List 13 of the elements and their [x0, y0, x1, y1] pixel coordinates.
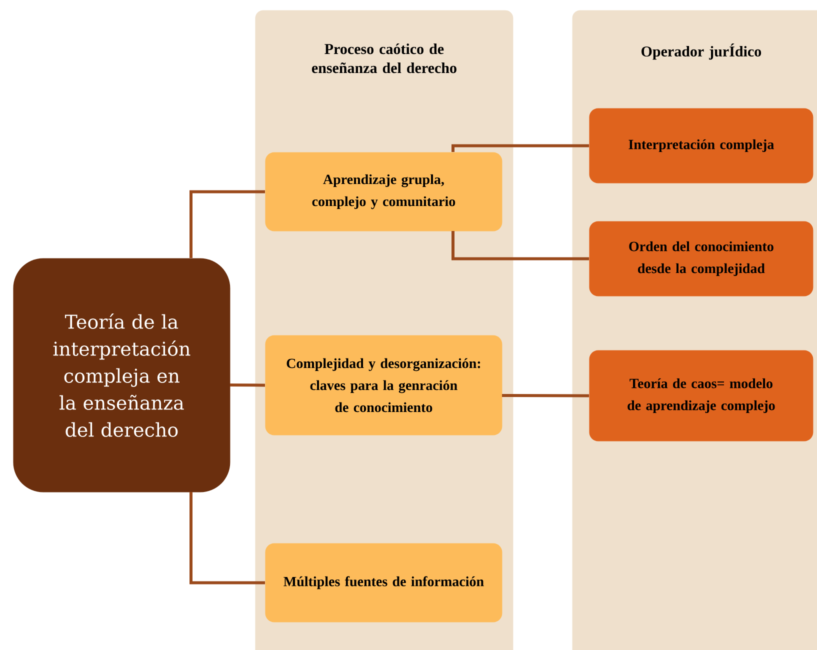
connector-line [452, 144, 589, 152]
concept-box: Interpretación compleja [589, 108, 814, 184]
connector-line [190, 492, 265, 584]
connector-line [502, 394, 589, 398]
connector-line [190, 190, 265, 258]
concept-box: Múltiples fuentes de información [265, 543, 502, 622]
concept-box: Aprendizaje grupla, complejo y comunitario [265, 152, 502, 232]
topic-box: Teoría de la interpretación compleja en la enseñanza del derecho [13, 258, 230, 492]
concept-box: Teoría de caos= modelo de aprendizaje complejo [589, 350, 814, 442]
concept-box: Orden del conocimiento desde la complejidad [589, 221, 814, 296]
connector-line [452, 231, 589, 260]
connector-line [230, 384, 266, 387]
concept-box: Complejidad y desorganización: claves para la genración de conocimiento [265, 335, 502, 436]
